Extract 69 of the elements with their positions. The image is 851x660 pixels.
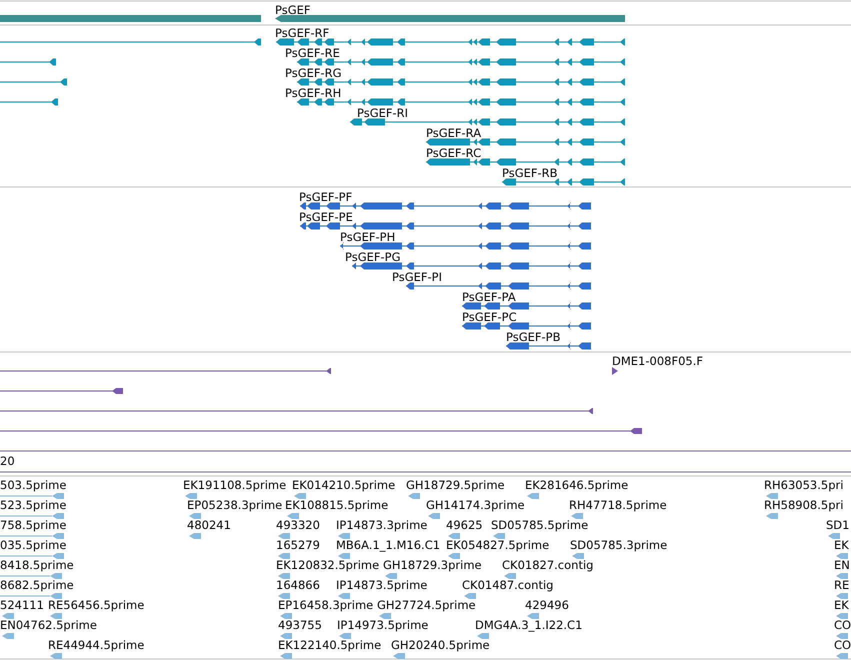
feature-label: PsGEF-PI [392, 270, 442, 284]
feature-label: 493320 [276, 518, 320, 532]
feature-label: EN04762.5prime [0, 618, 97, 632]
feature-label: PsGEF [275, 3, 311, 17]
feature-label: RH58908.5pri [764, 498, 844, 512]
feature-label: RH47718.5prime [569, 498, 667, 512]
feature-label: IP14873.5prime [336, 578, 428, 592]
feature-label: PsGEF-PG [345, 250, 401, 264]
feature-label: 493755 [278, 618, 322, 632]
feature-label: EP16458.3prime [278, 598, 374, 612]
feature-label: IP14873.3prime [336, 518, 428, 532]
feature-label: PsGEF-RE [285, 46, 340, 60]
feature-label: IP14973.5prime [337, 618, 428, 632]
feature-label: 8418.5prime [0, 558, 74, 572]
feature-label: 480241 [187, 518, 231, 532]
feature-label: GH20240.5prime [391, 638, 490, 652]
feature-label: PsGEF-RF [275, 26, 330, 40]
feature-label: 524111 [0, 598, 44, 612]
feature-label: EK191108.5prime [183, 478, 286, 492]
feature-label: EP05238.3prime [187, 498, 282, 512]
feature-label: GH18729.5prime [406, 478, 505, 492]
feature-label: 523.5prime [0, 498, 66, 512]
feature-label: PsGEF-PE [299, 210, 353, 224]
feature-label: PsGEF-RH [285, 86, 342, 100]
feature-label: 503.5prime [0, 478, 66, 492]
feature-label: SD05785.5prime [491, 518, 588, 532]
feature-label: RE [834, 578, 850, 592]
feature-label: MB6A.1_1.M16.C1 [336, 538, 440, 552]
feature-label: 8682.5prime [0, 578, 74, 592]
feature-label: CO [834, 618, 851, 632]
feature-label: GH14174.3prime [426, 498, 525, 512]
feature-label: DMG4A.3_1.I22.C1 [475, 618, 582, 632]
feature-label: PsGEF-RB [502, 166, 558, 180]
feature-label: PsGEF-RA [426, 126, 482, 140]
feature-label: PsGEF-PB [506, 330, 560, 344]
feature-label: EK122140.5prime [278, 638, 382, 652]
ruler-label: 20 [0, 454, 15, 468]
feature-label: EK [834, 598, 849, 612]
feature-label: CO [834, 638, 851, 652]
feature-label: SD1 [826, 518, 850, 532]
feature-label: SD05785.3prime [570, 538, 668, 552]
feature-label: PsGEF-PH [340, 230, 396, 244]
feature-label: 758.5prime [0, 518, 66, 532]
feature-label: RE44944.5prime [48, 638, 144, 652]
feature-label: DME1-008F05.F [612, 354, 703, 368]
feature-label: EN [834, 558, 850, 572]
feature-label: 035.5prime [0, 538, 66, 552]
feature-label: 165279 [276, 538, 320, 552]
feature-label: EK120832.5prime [276, 558, 380, 572]
feature-label: 164866 [276, 578, 320, 592]
feature-label: PsGEF-PC [462, 310, 517, 324]
feature-label: GH27724.5prime [377, 598, 476, 612]
feature-label: 49625 [446, 518, 483, 532]
feature-label: PsGEF-RG [285, 66, 342, 80]
feature-label: RE56456.5prime [48, 598, 144, 612]
feature-label: RH63053.5pri [764, 478, 844, 492]
feature-label: GH18729.3prime [383, 558, 482, 572]
feature-label: PsGEF-PF [299, 190, 352, 204]
feature-label: CK01827.contig [502, 558, 594, 572]
feature-label: EK054827.5prime [446, 538, 550, 552]
feature-label: PsGEF-RI [357, 106, 408, 120]
feature-label: PsGEF-PA [462, 290, 516, 304]
feature-label: EK014210.5prime [292, 478, 396, 492]
feature-label: EK108815.5prime [285, 498, 388, 512]
feature-label: EK [834, 538, 849, 552]
feature-label: EK281646.5prime [525, 478, 628, 492]
feature-label: CK01487.contig [462, 578, 554, 592]
feature-label: 429496 [525, 598, 569, 612]
feature-label: PsGEF-RC [426, 146, 482, 160]
